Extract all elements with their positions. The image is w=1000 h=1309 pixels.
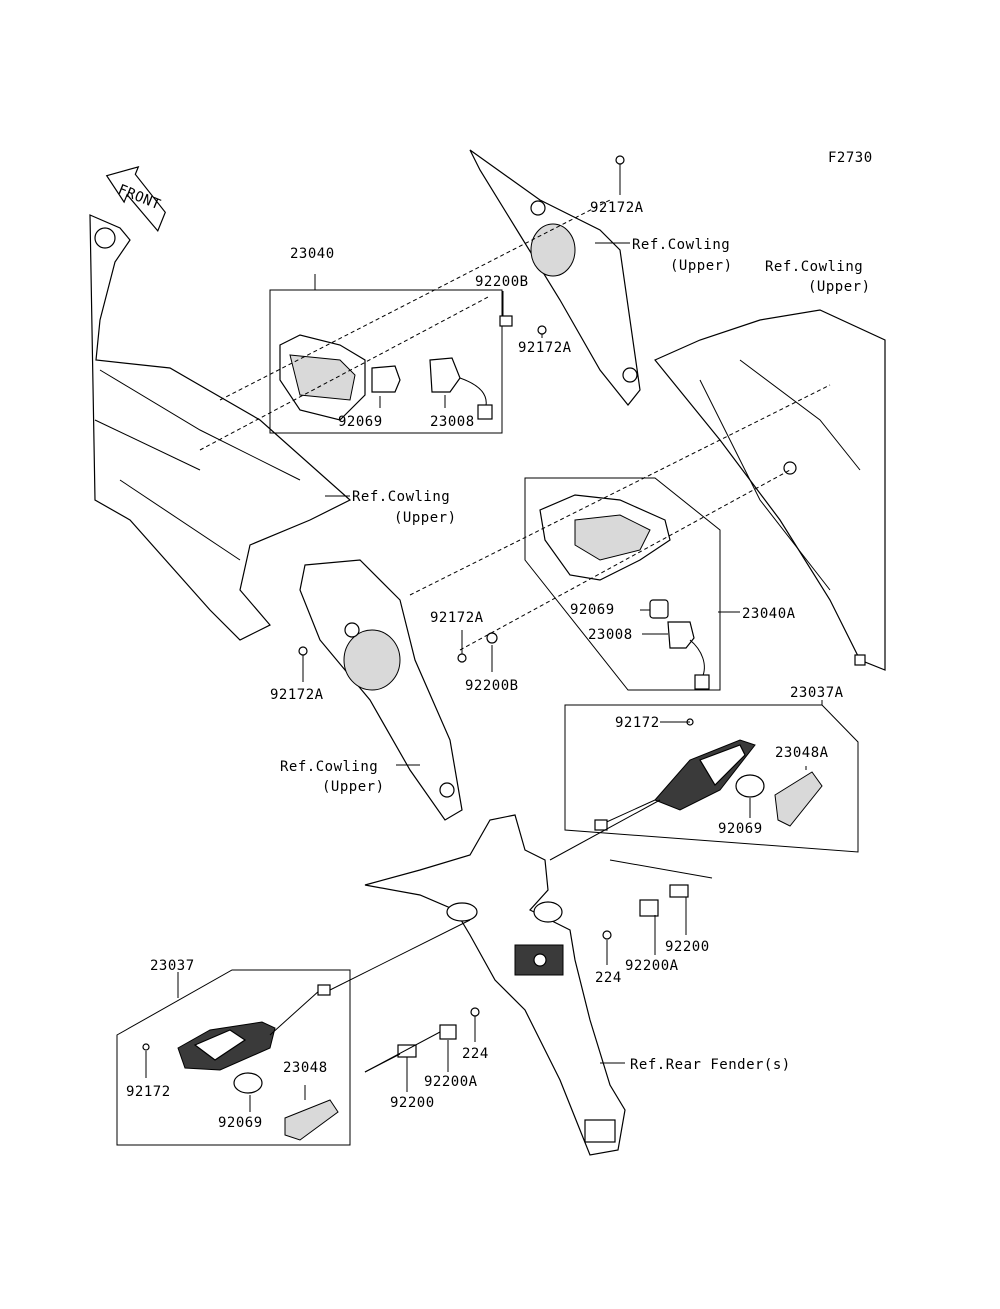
label-cowling-upper-2-sub: (Upper): [808, 279, 871, 295]
label-92200-right: 92200: [665, 939, 710, 955]
label-cowling-upper-1-sub: (Upper): [670, 258, 733, 274]
label-23048: 23048: [283, 1060, 328, 1076]
label-23048A: 23048A: [775, 745, 829, 761]
label-92069-right-signal: 92069: [718, 821, 763, 837]
upper-cowling-piece-lower: [299, 559, 463, 821]
label-92200B-top: 92200B: [475, 274, 529, 290]
label-cowling-upper-3-sub: (Upper): [394, 510, 457, 526]
label-23040A: 23040A: [742, 606, 796, 622]
label-92172A-top: 92172A: [590, 200, 644, 216]
label-92172A-mid-right: 92172A: [518, 340, 572, 356]
label-23040: 23040: [290, 246, 335, 262]
label-92172-right: 92172: [615, 715, 660, 731]
label-92200B-mid: 92200B: [465, 678, 519, 694]
label-23008-left: 23008: [430, 414, 475, 430]
label-224-left: 224: [462, 1046, 489, 1062]
label-cowling-upper-1: Ref.Cowling: [632, 237, 730, 253]
label-rear-fender: Ref.Rear Fender(s): [630, 1057, 791, 1073]
label-cowling-upper-4-sub: (Upper): [322, 779, 385, 795]
label-92172A-mid: 92172A: [430, 610, 484, 626]
label-23008-right: 23008: [588, 627, 633, 643]
label-92069-right: 92069: [570, 602, 615, 618]
label-cowling-upper-2: Ref.Cowling: [765, 259, 863, 275]
turn-signal-23037A: [564, 704, 859, 853]
label-92172-left: 92172: [126, 1084, 171, 1100]
label-23037: 23037: [150, 958, 195, 974]
leader-lines: [145, 164, 831, 1112]
label-92069-left-signal: 92069: [218, 1115, 263, 1131]
upper-cowling-piece-top: [469, 149, 641, 406]
lamp-assembly-23040A: [524, 477, 721, 691]
turn-signal-23037: [116, 969, 351, 1146]
label-92200A-left: 92200A: [424, 1074, 478, 1090]
front-arrow-icon: FRONT: [105, 165, 166, 232]
right-upper-cowling: [654, 309, 886, 671]
label-23037A: 23037A: [790, 685, 844, 701]
label-cowling-upper-3: Ref.Cowling: [352, 489, 450, 505]
rear-fender: [364, 814, 626, 1156]
label-92200A-right: 92200A: [625, 958, 679, 974]
left-upper-cowling: [89, 214, 352, 641]
lamp-assembly-23040: [269, 274, 503, 434]
label-92069-left: 92069: [338, 414, 383, 430]
label-92172A-left: 92172A: [270, 687, 324, 703]
label-92200-left: 92200: [390, 1095, 435, 1111]
label-cowling-upper-4: Ref.Cowling: [280, 759, 378, 775]
figure-code: F2730: [828, 150, 873, 166]
label-224-right: 224: [595, 970, 622, 986]
